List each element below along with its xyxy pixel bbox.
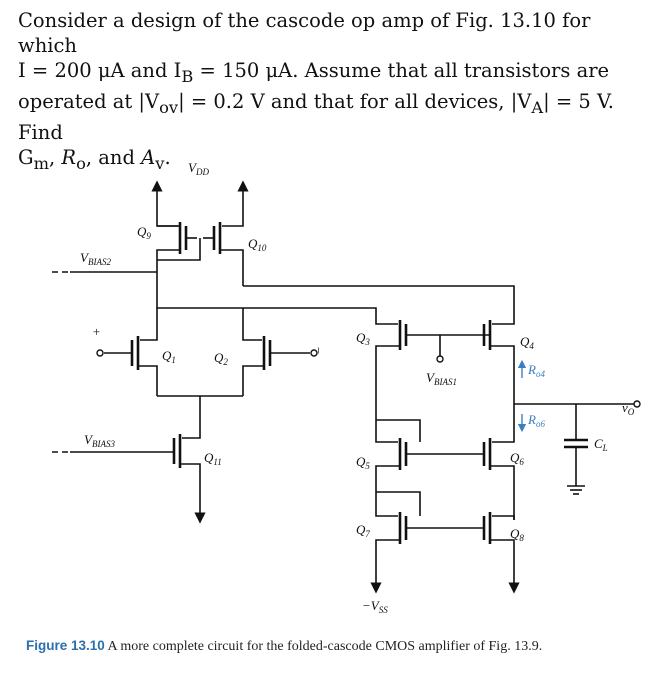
output-node: vO: [514, 400, 641, 417]
q3-label: Q3: [356, 330, 370, 347]
transistor-q6: Q6: [482, 420, 524, 520]
transistor-q1: + Q1: [92, 308, 176, 396]
vbias1-node: VBIAS1: [426, 335, 457, 387]
vdd-supply: VDD: [151, 160, 249, 210]
vbias2-line: VBIAS2: [52, 250, 157, 273]
problem-line-1: Consider a design of the cascode op amp …: [18, 9, 591, 57]
node-left-drain: [156, 286, 377, 318]
plus-input-label: +: [92, 324, 101, 339]
problem-line-3: operated at |Vov| = 0.2 V and that for a…: [18, 89, 614, 144]
vbias1-label: VBIAS1: [426, 370, 457, 387]
q5-label: Q5: [356, 454, 370, 471]
problem-line-4: Gm, Ro, and Av.: [18, 145, 171, 173]
ro4-label: Ro4: [527, 362, 545, 379]
q11-label: Q11: [204, 450, 222, 467]
problem-line-2: I = 200 μA and IB = 150 μA. Assume that …: [18, 59, 610, 86]
minus-input-label: −: [311, 346, 326, 355]
ro6-label: Ro6: [527, 412, 545, 429]
figure-caption: Figure 13.10 A more complete circuit for…: [26, 638, 646, 655]
vo-label: vO: [622, 400, 635, 417]
transistor-q4: Q4: [482, 318, 534, 420]
load-capacitor: CL: [564, 404, 608, 495]
transistor-q2: − Q2: [214, 308, 326, 396]
transistor-q11: VBIAS3 Q11: [52, 432, 222, 524]
vbias3-label: VBIAS3: [84, 432, 115, 449]
vss-label: −VSS: [362, 598, 388, 615]
tail-node: [157, 395, 243, 432]
node-right-drain: [243, 285, 515, 318]
transistor-q10: Q10: [157, 210, 267, 286]
transistor-q3: Q3: [356, 318, 490, 420]
diode-connections: [376, 419, 421, 516]
q4-label: Q4: [520, 334, 534, 351]
q9-label: Q9: [137, 224, 151, 241]
transistor-q8: Q8: [482, 512, 524, 594]
figure-number: Figure 13.10: [26, 638, 105, 653]
q8-label: Q8: [510, 526, 524, 543]
vdd-label: VDD: [188, 160, 209, 177]
cl-label: CL: [594, 436, 608, 453]
transistor-q9: Q9: [137, 210, 197, 286]
ro4-indicator: Ro4: [517, 359, 545, 379]
caption-text: A more complete circuit for the folded-c…: [107, 639, 543, 654]
q1-label: Q1: [162, 348, 176, 365]
transistor-q5: Q5: [356, 420, 484, 492]
transistor-q7: Q7: [356, 492, 484, 594]
ro6-indicator: Ro6: [517, 412, 545, 433]
problem-statement: Consider a design of the cascode op amp …: [18, 8, 643, 176]
vbias2-label: VBIAS2: [80, 250, 111, 267]
q7-label: Q7: [356, 522, 370, 539]
q10-label: Q10: [248, 236, 267, 253]
q6-label: Q6: [510, 450, 524, 467]
q2-label: Q2: [214, 350, 228, 367]
